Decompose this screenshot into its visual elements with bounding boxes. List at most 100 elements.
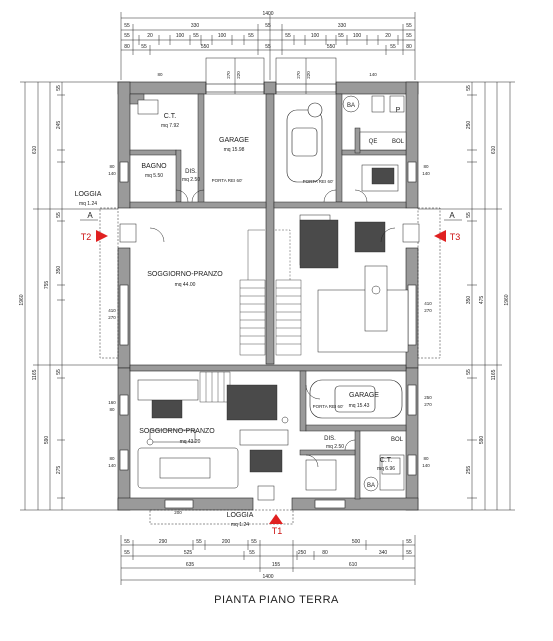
- dim-label: 610: [349, 562, 358, 568]
- opening-label: 140: [369, 72, 377, 77]
- page-title: PIANTA PIANO TERRA: [214, 594, 339, 606]
- dim-label: 55: [466, 369, 472, 375]
- dimension-labels-left: 1960 1165 610 755 590 55 245 55 350 55 2…: [19, 85, 62, 474]
- dim-label: 55: [196, 539, 202, 545]
- dim-label: 55: [406, 550, 412, 556]
- room-area: mq 1.24: [79, 201, 97, 207]
- dim-label: 1165: [491, 369, 497, 380]
- dim-label: 20: [147, 33, 153, 39]
- dim-label: 550: [327, 44, 336, 50]
- opening-label: 80: [109, 164, 115, 169]
- room-name: GARAGE: [219, 137, 249, 144]
- dim-label: 55: [338, 33, 344, 39]
- dim-label: 350: [56, 266, 62, 275]
- dim-label: 350: [466, 296, 472, 305]
- dim-label: 1960: [504, 294, 510, 305]
- room-name: C.T.: [164, 113, 177, 120]
- room-name: SOGGIORNO-PRANZO: [147, 271, 223, 278]
- room-area: mq 2.50: [182, 177, 200, 183]
- opening-label: 80: [157, 72, 163, 77]
- section-arrow-t1: [269, 514, 283, 524]
- dim-label: 250: [298, 550, 307, 556]
- dim-label: 55: [265, 23, 271, 29]
- door-label: PORTA REI 60': [313, 404, 344, 409]
- dim-label: 250: [466, 121, 472, 130]
- opening-label: 80: [109, 407, 115, 412]
- dim-label: 155: [272, 562, 281, 568]
- opening-label: 270: [108, 315, 116, 320]
- door-label: PORTA REI 60': [212, 178, 243, 183]
- dim-label: 55: [248, 33, 254, 39]
- room-area: mq 43.20: [180, 439, 201, 445]
- dim-label: 1960: [19, 294, 25, 305]
- dim-top-total: 1400: [262, 11, 273, 17]
- dim-label: 55: [141, 44, 147, 50]
- tiled-areas: [151, 167, 395, 473]
- room-area: mq 6.96: [377, 466, 395, 472]
- dim-label: 100: [218, 33, 227, 39]
- dim-label: 635: [186, 562, 195, 568]
- section-arrow-t2: [96, 230, 108, 242]
- opening-label: 160: [108, 400, 116, 405]
- room-name: BA: [347, 103, 355, 109]
- lower-stairs: [199, 371, 231, 403]
- section-label-t2: T2: [81, 232, 92, 242]
- dim-label: 475: [479, 296, 485, 305]
- dim-label: 525: [184, 550, 193, 556]
- room-area: mq 5.50: [145, 173, 163, 179]
- dim-label: 55: [124, 23, 130, 29]
- dimension-lines-right: [418, 81, 515, 511]
- opening-label: 80: [109, 456, 115, 461]
- room-name: DIS.: [324, 436, 336, 442]
- opening-label: 270: [424, 308, 432, 313]
- dim-label: 100: [353, 33, 362, 39]
- dimension-labels-right: 1960 1165 610 475 590 55 250 55 350 55 2…: [466, 85, 510, 474]
- room-name: GARAGE: [349, 392, 379, 399]
- room-name: DIS.: [185, 169, 197, 175]
- dim-label: 80: [406, 44, 412, 50]
- opening-label: 270: [226, 71, 231, 79]
- dim-label: 755: [44, 281, 50, 290]
- dim-label: 1165: [32, 369, 38, 380]
- opening-label: 270: [424, 402, 432, 407]
- car-upper: [286, 102, 323, 183]
- opening-label: 80: [423, 164, 429, 169]
- dim-label: 80: [322, 550, 328, 556]
- opening-label: 80: [423, 456, 429, 461]
- section-label-t3: T3: [450, 232, 461, 242]
- dim-label: 55: [249, 550, 255, 556]
- dim-label: 100: [176, 33, 185, 39]
- opening-label: 140: [108, 463, 116, 468]
- room-name: LOGGIA: [227, 512, 254, 519]
- bath-fixtures: [137, 95, 405, 492]
- dim-label: 200: [222, 539, 231, 545]
- dim-label: 55: [56, 212, 62, 218]
- dim-label: 590: [479, 436, 485, 445]
- dim-label: 590: [44, 436, 50, 445]
- loggia-outlines: [99, 207, 441, 525]
- dim-label: 100: [311, 33, 320, 39]
- section-arrow-t3: [434, 230, 446, 242]
- opening-label: 410: [424, 301, 432, 306]
- room-name: LOGGIA: [75, 191, 102, 198]
- garage-doors-upper: [205, 57, 337, 95]
- interior-walls-lower: [299, 370, 407, 500]
- room-area: mq 7.92: [161, 123, 179, 129]
- dim-label: 330: [191, 23, 200, 29]
- room-area: mq 2.50: [326, 444, 344, 450]
- dim-label: 20: [385, 33, 391, 39]
- dim-label: 55: [193, 33, 199, 39]
- opening-label: 250: [424, 395, 432, 400]
- dim-label: 55: [466, 85, 472, 91]
- room-name: C.T.: [380, 457, 393, 464]
- dim-label: 610: [491, 146, 497, 155]
- section-label-a-right: A: [449, 211, 455, 220]
- room-name: BOL: [392, 139, 405, 145]
- room-name: QE: [369, 139, 378, 145]
- dim-label: 55: [406, 539, 412, 545]
- room-name: BAGNO: [141, 163, 167, 170]
- opening-labels: 270 220 270 220 80 140 80 140 80 140 80 …: [108, 71, 432, 515]
- room-labels: C.T. mq 7.92 GARAGE mq 15.98 BAGNO mq 5.…: [75, 103, 405, 528]
- section-label-t1: T1: [272, 526, 283, 536]
- opening-label: 140: [422, 463, 430, 468]
